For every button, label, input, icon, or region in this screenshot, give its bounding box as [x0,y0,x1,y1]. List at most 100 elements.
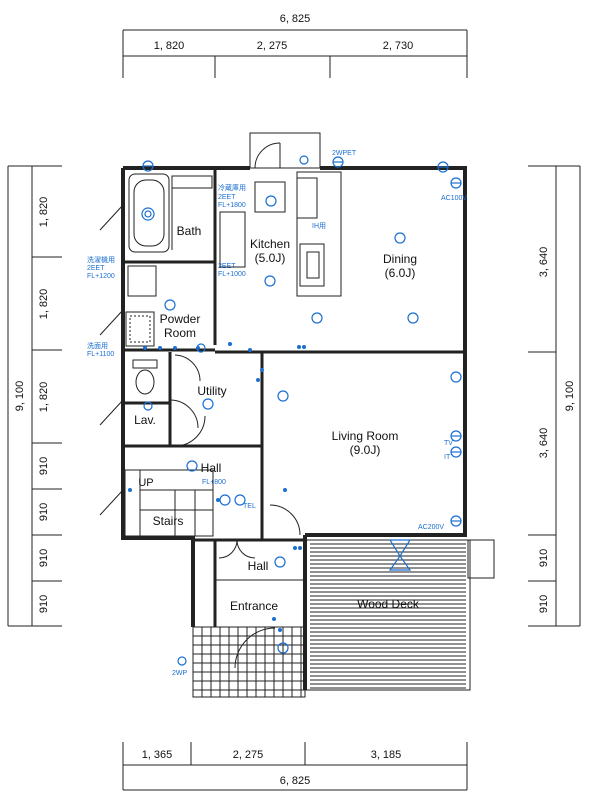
top-dimensions: 6, 825 1, 820 2, 275 2, 730 [122,13,468,78]
room-lav: Lav. [134,413,156,427]
note-fridge-2: 2EET [218,194,236,201]
dim-bottom-3: 3, 185 [371,749,402,761]
outlet-dot [297,345,301,349]
outlet-dot [298,546,302,550]
light-fixture-icon [450,371,462,383]
note-ac100v: AC100V [441,195,467,202]
electrical-annotations: 2WPET AC100V AC200V 2WP 冷蔵庫用 2EET FL+180… [87,150,467,677]
outlet-dot [302,345,306,349]
dim-left-1: 1, 820 [38,197,50,228]
outlet-dot [272,617,276,621]
note-sink-2: FL+1100 [87,351,114,358]
outlet-dot [158,346,162,350]
note-laundry-1: 洗濯機用 [87,255,115,264]
outlet-dot [278,628,282,632]
note-kitchen-2eet: 2EET [218,263,236,270]
right-dimensions: 9, 100 3, 640 3, 640 910 910 [528,165,581,627]
room-stairs: Stairs [153,514,184,528]
vanity [125,311,155,347]
light-fixture-icon [141,207,155,221]
room-entrance: Entrance [230,599,278,613]
dim-top-2: 2, 275 [257,40,288,52]
light-fixture-icon [407,312,419,324]
light-fixture-icon [234,494,246,506]
dim-left-2: 1, 820 [38,289,50,320]
outlet-dot [173,346,177,350]
light-fixture-icon [164,299,176,311]
light-fixture-icon [277,390,289,402]
top-entry-door [249,132,321,169]
note-sink-1: 洗面用 [87,341,108,350]
light-fixture-icon [219,494,231,506]
washing-machine [127,265,157,297]
room-kitchen-size: (5.0J) [255,251,286,265]
room-bath: Bath [177,224,202,238]
note-fl800: FL+800 [202,479,226,486]
note-tel: TEL [243,503,256,510]
room-dining: Dining [383,252,417,266]
light-fixture-icon [202,398,214,410]
left-dimensions: 9, 100 1, 820 1, 820 1, 820 910 910 910 … [7,165,62,627]
light-fixture-icon [144,210,152,218]
light-fixture-icon [177,656,187,666]
light-fixture-icon [264,275,276,287]
outlet-dot [283,488,287,492]
outlet-dot [196,346,200,350]
outlet-dot [260,368,264,372]
wood-deck [304,539,495,691]
label-up: UP [138,477,153,489]
light-fixture-icon [311,312,323,324]
outlet-dot [128,488,132,492]
dim-top-total: 6, 825 [280,13,311,25]
room-labels: Bath Kitchen (5.0J) Dining (6.0J) Powder… [134,224,420,613]
note-2wp: 2WP [172,670,188,677]
dim-right-total: 9, 100 [564,381,576,412]
room-powder-1: Powder [160,312,201,326]
dim-left-5: 910 [38,503,50,521]
dim-left-6: 910 [38,549,50,567]
electrical-symbols [128,155,462,666]
note-kitchen-fl: FL+1000 [218,271,246,278]
dim-bottom-2: 2, 275 [233,749,264,761]
light-fixture-icon [274,556,286,568]
note-laundry-3: FL+1200 [87,273,115,280]
note-fridge-3: FL+1800 [218,202,246,209]
dim-right-4: 910 [538,595,550,613]
light-fixture-icon [277,642,289,654]
door-swings [169,354,301,669]
light-fixture-icon [265,195,277,207]
dim-right-3: 910 [538,549,550,567]
dim-left-3: 1, 820 [38,382,50,413]
dim-bottom-total: 6, 825 [280,775,311,787]
light-fixture-icon [394,232,406,244]
note-it: IT [444,454,451,461]
dim-right-1: 3, 640 [538,247,550,278]
note-ih: IH用 [312,222,326,230]
room-living-size: (9.0J) [350,443,381,457]
outlet-dot [256,378,260,382]
dim-top-3: 2, 730 [383,40,414,52]
outlet-dot [293,546,297,550]
outlet-dot [143,346,147,350]
toilet [132,359,158,395]
light-fixture-icon [299,155,309,165]
note-fridge-1: 冷蔵庫用 [218,183,246,192]
outlet-dot [216,498,220,502]
dim-left-total: 9, 100 [14,381,26,412]
room-kitchen: Kitchen [250,237,290,251]
dim-top-1: 1, 820 [154,40,185,52]
light-fixture-icon [143,401,153,411]
room-hall-upper: Hall [201,461,222,475]
room-wood-deck: Wood Deck [357,597,420,611]
room-utility: Utility [197,384,226,398]
note-2wpet: 2WPET [332,150,357,157]
dim-left-4: 910 [38,457,50,475]
outlet-dot [248,348,252,352]
note-tv: TV [444,440,453,447]
note-laundry-2: 2EET [87,265,105,272]
room-hall-lower: Hall [248,559,269,573]
room-dining-size: (6.0J) [385,266,416,280]
dim-left-7: 910 [38,595,50,613]
dim-bottom-1: 1, 365 [142,749,173,761]
